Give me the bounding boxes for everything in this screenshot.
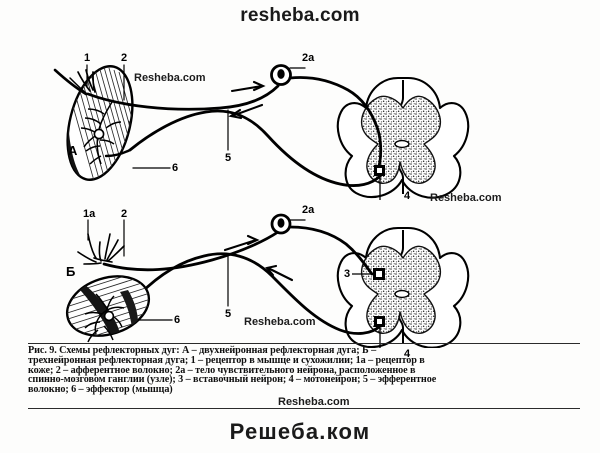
callout-2a-b: 2а xyxy=(302,204,315,216)
caption-line-1: Рис. 9. Схемы рефлекторных дуг: А – двух… xyxy=(28,345,377,356)
caption-line-3: коже; 2 – афферентное волокно; 2а – тело… xyxy=(28,364,416,376)
caption-rule-bottom xyxy=(28,408,580,409)
caption-line-2: трехнейронная рефлекторная дуга; 1 – рец… xyxy=(28,354,425,366)
callout-4: 4 xyxy=(404,190,411,202)
watermark-bottom: Решеба.ком xyxy=(229,419,371,444)
callout-6: 6 xyxy=(172,162,179,174)
figure-caption: Рис. 9. Схемы рефлекторных дуг: А – двух… xyxy=(28,346,580,395)
nerve-fibers-B xyxy=(77,213,382,335)
watermark-inline-4: Resheba.com xyxy=(278,396,350,408)
caption-line-4: спинно-мозговом ганглии (узле); 3 – вста… xyxy=(28,374,437,386)
caption-rule-top xyxy=(28,343,580,344)
watermark-inline-3: Resheba.com xyxy=(244,316,316,328)
spinal-cord-B xyxy=(336,226,470,348)
caption-line-5: волокно; 6 – эффектор (мышца) xyxy=(28,384,173,396)
callout-1a: 1а xyxy=(83,208,96,220)
callout-5: 5 xyxy=(225,152,232,164)
nerve-fibers-A xyxy=(53,64,383,187)
callout-6-b: 6 xyxy=(174,314,181,326)
callout-2a: 2а xyxy=(302,52,315,64)
callout-2: 2 xyxy=(121,52,128,64)
watermark-inline-2: Resheba.com xyxy=(430,192,502,204)
callout-3: 3 xyxy=(344,268,351,280)
callout-2-b: 2 xyxy=(121,208,128,220)
callout-5-b: 5 xyxy=(225,308,232,320)
muscle-effector-B xyxy=(61,267,157,346)
panel-label-a: А xyxy=(68,143,78,158)
callout-1: 1 xyxy=(84,52,91,64)
reflex-arc-diagram xyxy=(53,64,470,348)
watermark-top: resheba.com xyxy=(240,5,360,26)
callout-4-b: 4 xyxy=(404,348,411,360)
panel-label-b: Б xyxy=(66,264,76,279)
watermark-inline-1: Resheba.com xyxy=(134,72,206,84)
